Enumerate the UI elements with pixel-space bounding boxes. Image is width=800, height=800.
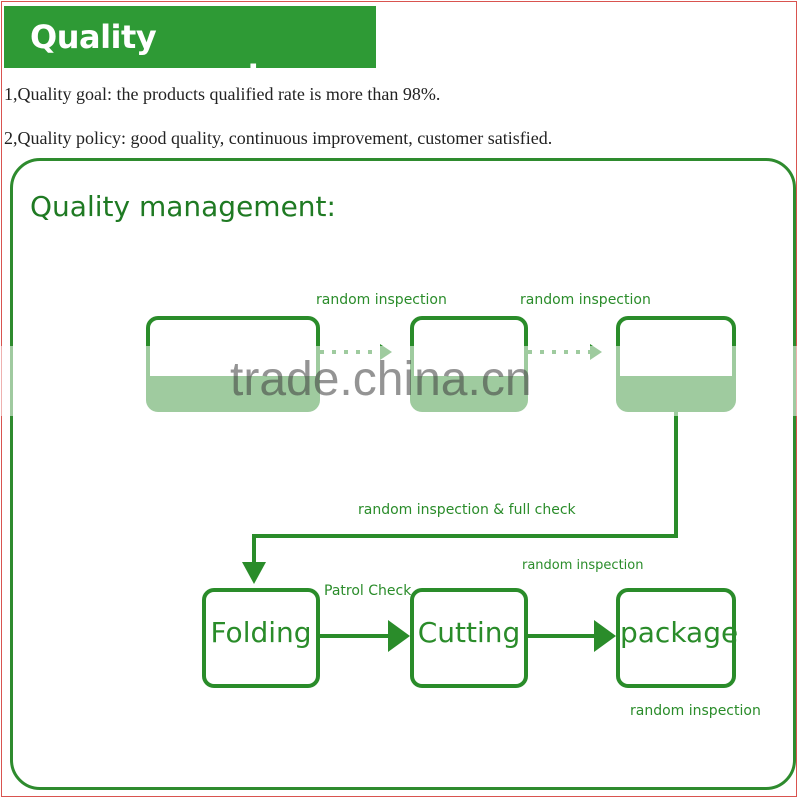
label-random-inspection-1: random inspection (316, 292, 447, 308)
cutting-label: Cutting (417, 616, 521, 649)
label-random-inspection-3: random inspection (522, 558, 644, 573)
folding-label: Folding (210, 616, 312, 649)
panel-title: Quality management: (30, 190, 336, 223)
arrowhead-cutting (388, 620, 410, 652)
label-patrol-check: Patrol Check (324, 583, 412, 599)
label-random-inspection-2: random inspection (520, 292, 651, 308)
quality-goal-text: 1,Quality goal: the products qualified r… (4, 84, 441, 104)
watermark-band (0, 346, 800, 416)
arrowhead-package (594, 620, 616, 652)
cutting-node: Cutting (410, 588, 528, 688)
label-random-full-check: random inspection & full check (358, 502, 576, 518)
package-label: package (620, 616, 739, 649)
banner-title: Quality management: (30, 18, 275, 94)
return-line (252, 412, 678, 566)
flowchart-panel (10, 158, 796, 790)
label-random-inspection-4: random inspection (630, 703, 761, 719)
arrowhead-folding (242, 562, 266, 584)
package-node: package (616, 588, 739, 688)
quality-policy-text: 2,Quality policy: good quality, continuo… (4, 128, 553, 148)
watermark-text: trade.china.cn (230, 353, 532, 406)
folding-node: Folding (202, 588, 320, 688)
title-banner: Quality management: (4, 6, 376, 94)
